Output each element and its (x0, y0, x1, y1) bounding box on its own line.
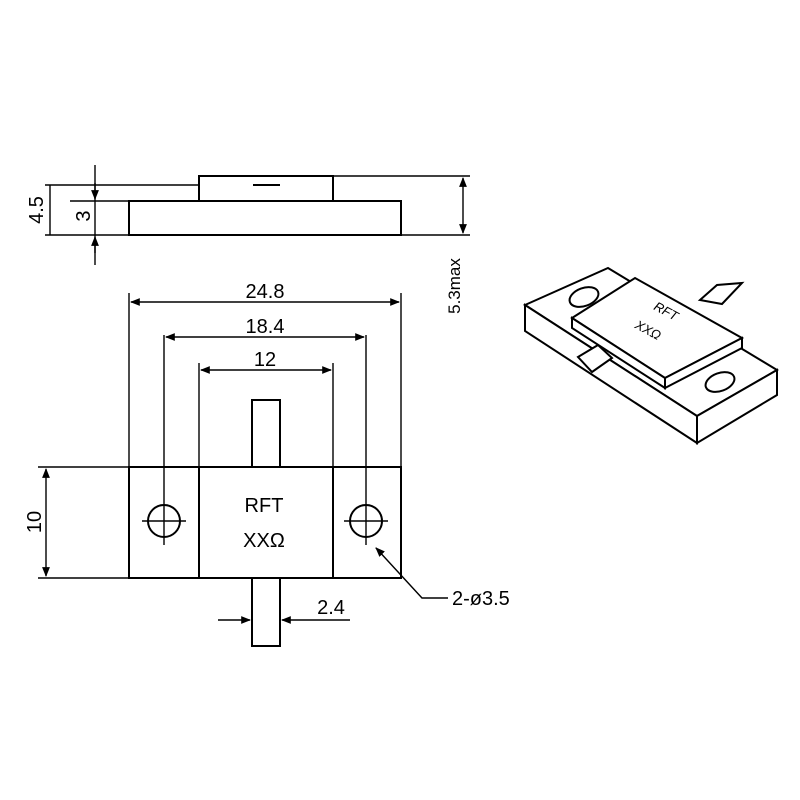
iso-front-lead (576, 343, 614, 374)
body-marking-line2: XXΩ (243, 530, 285, 552)
dim-total-height-label: 4.5 (26, 196, 48, 224)
side-view: 4.5 3 5.3max (26, 165, 470, 314)
body-marking-line1: RFT (245, 495, 284, 517)
flange-body (128, 466, 402, 579)
hole-callout-arrow (375, 547, 386, 558)
iso-back-lead (697, 281, 745, 306)
iso-body-right (664, 336, 743, 390)
top-lead (251, 399, 281, 468)
hole-callout-label: 2-ø3.5 (452, 588, 510, 610)
dim-max-height-label: 5.3max (445, 258, 464, 314)
iso-hole-left (568, 286, 600, 308)
side-view-base (128, 200, 402, 236)
hole-callout-leader (375, 547, 448, 599)
dim-lead-width-label: 2.4 (317, 597, 345, 619)
dim-base-height-label: 3 (73, 210, 95, 221)
dim-overall-width-label: 24.8 (246, 281, 285, 303)
dim-hole-spacing-label: 18.4 (246, 316, 285, 338)
iso-hole-right (704, 371, 736, 393)
top-view: RFT XXΩ 24.8 18.4 12 10 2.4 2-ø3.5 (24, 281, 510, 647)
dim-body-width-label: 12 (254, 349, 276, 371)
isometric-view: RFT XXΩ (522, 266, 779, 445)
iso-flange-right (696, 368, 778, 445)
dim-height-label: 10 (24, 511, 46, 533)
bottom-lead (251, 577, 281, 647)
side-view-cap (198, 175, 334, 202)
